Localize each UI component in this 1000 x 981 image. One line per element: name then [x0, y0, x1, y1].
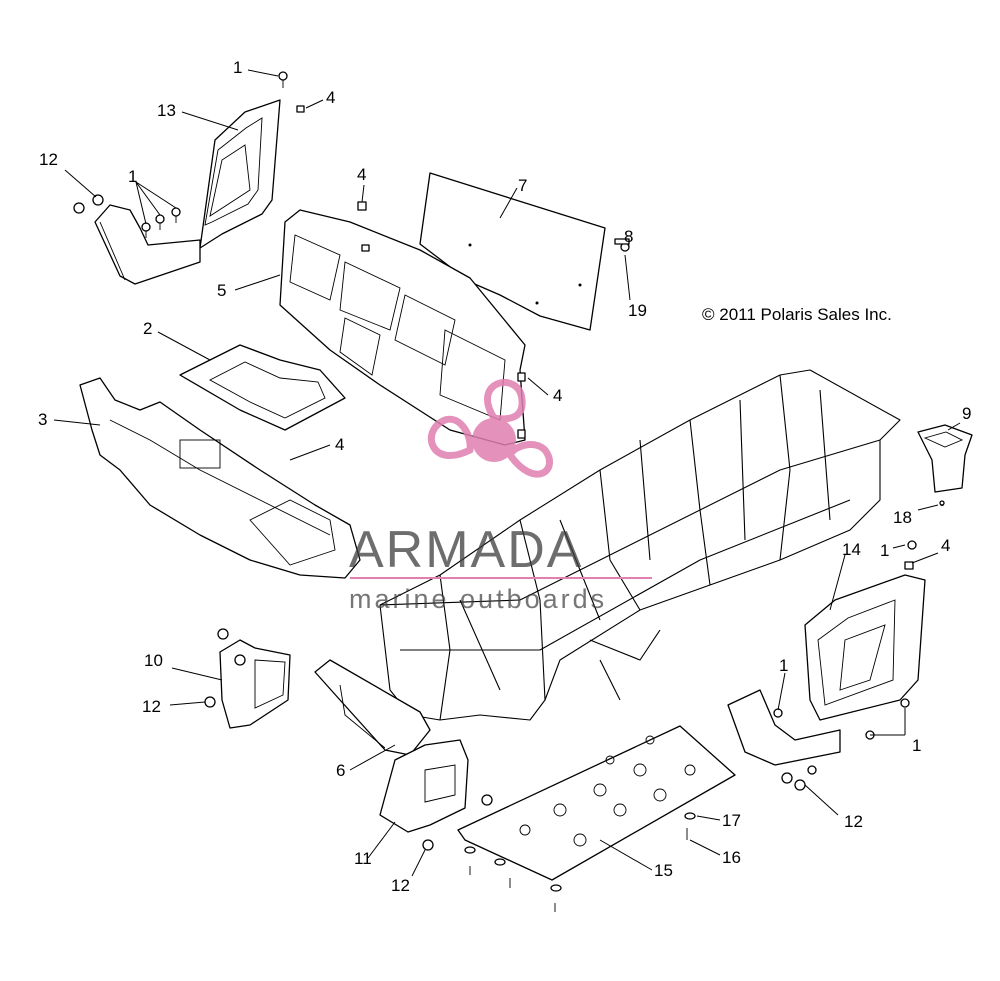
- callout-12: 12: [844, 812, 863, 831]
- callout-3: 3: [38, 410, 48, 429]
- copyright-notice: © 2011 Polaris Sales Inc.: [702, 305, 892, 324]
- part-6-shield: [314, 659, 431, 756]
- part-right-lower-fender: [727, 689, 910, 791]
- leader-lines: [53, 69, 961, 877]
- part-11-bracket: [379, 739, 493, 851]
- callout-8: 8: [624, 227, 634, 246]
- part-7-panel-sheet: [419, 172, 606, 331]
- callout-17: 17: [722, 811, 741, 830]
- callout-14: 14: [842, 540, 861, 559]
- part-2-floor-cover: [179, 344, 346, 431]
- callout-12: 12: [142, 697, 161, 716]
- callout-1: 1: [880, 541, 890, 560]
- callout-15: 15: [654, 861, 673, 880]
- callout-4: 4: [941, 536, 951, 555]
- callout-12: 12: [391, 876, 410, 895]
- callout-1: 1: [912, 736, 922, 755]
- callout-9: 9: [962, 404, 972, 423]
- callout-18: 18: [893, 508, 912, 527]
- callout-1: 1: [779, 656, 789, 675]
- callout-4: 4: [326, 88, 336, 107]
- callout-4: 4: [357, 165, 367, 184]
- callout-1: 1: [128, 167, 138, 186]
- part-15-floor-plate: [457, 725, 736, 881]
- callout-5: 5: [217, 281, 227, 300]
- callout-7: 7: [518, 176, 528, 195]
- part-14-side-panel-right: [804, 540, 926, 721]
- callout-12: 12: [39, 150, 58, 169]
- callout-10: 10: [144, 651, 163, 670]
- callout-11: 11: [354, 849, 372, 868]
- chassis-frame: [379, 369, 901, 721]
- watermark-subtitle: marine outboards: [349, 584, 608, 614]
- callout-16: 16: [722, 848, 741, 867]
- callout-6: 6: [336, 761, 346, 780]
- part-9-cup-holder: [917, 424, 973, 506]
- part-10-bracket: [204, 628, 291, 729]
- fasteners-top-left: [73, 71, 305, 238]
- callout-4: 4: [335, 435, 345, 454]
- callout-4: 4: [553, 386, 563, 405]
- callout-2: 2: [143, 319, 153, 338]
- part-3-floor-tunnel: [79, 377, 361, 579]
- part-8-19-bolt: [614, 238, 630, 252]
- callout-1: 1: [233, 58, 243, 77]
- fasteners-bottom: [464, 500, 945, 912]
- callout-13: 13: [157, 101, 176, 120]
- watermark-title: ARMADA: [349, 521, 584, 579]
- part-13-side-panel-left: [199, 99, 281, 249]
- watermark-propeller-logo: [427, 378, 553, 478]
- callout-19: 19: [628, 301, 647, 320]
- part-left-lower-fender: [94, 204, 201, 285]
